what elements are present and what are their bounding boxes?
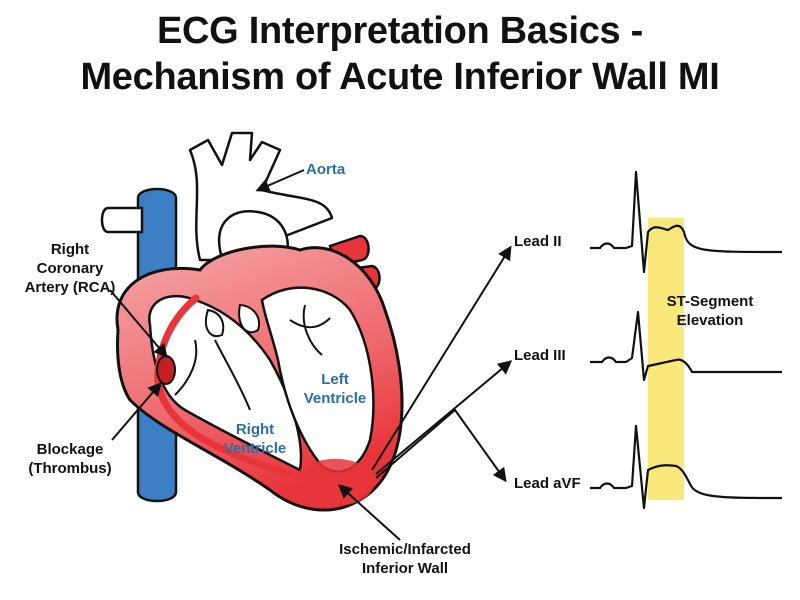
inferior-wall-zone — [300, 458, 375, 505]
left-vessel-stub — [100, 206, 144, 234]
lead-label-ii: Lead II — [514, 233, 562, 250]
label-inferior-wall-line-2: Inferior Wall — [361, 560, 449, 577]
arrow-to-lead-iii — [375, 360, 513, 475]
label-inferior-wall: Ischemic/Infarcted Inferior Wall — [320, 540, 490, 578]
arrow-to-lead-ii — [371, 245, 512, 471]
ecg-lead-ii — [590, 170, 783, 274]
lead-label-iii: Lead III — [514, 347, 566, 364]
label-rca-line-3: Artery (RCA) — [24, 279, 116, 296]
diagram-title: ECG Interpretation Basics - Mechanism of… — [0, 8, 800, 100]
label-blockage-line-1: Blockage — [36, 441, 104, 458]
chordae-right — [174, 304, 323, 411]
label-st-elevation-line-2: Elevation — [676, 312, 744, 329]
title-line-1: ECG Interpretation Basics - — [156, 10, 643, 52]
ecg-lead-iii — [590, 310, 782, 382]
label-left-ventricle: Left Ventricle — [290, 370, 380, 408]
label-rca: Right Coronary Artery (RCA) — [20, 240, 120, 297]
valve-right — [238, 303, 260, 334]
label-inferior-wall-line-1: Ischemic/Infarcted — [339, 541, 471, 558]
arrow-to-lead-avf — [375, 408, 507, 483]
label-right-ventricle-line-2: Ventricle — [223, 440, 287, 457]
ecg-lead-avf — [590, 424, 783, 510]
lead-label-avf: Lead aVF — [514, 475, 581, 492]
thrombus-blockage — [156, 355, 176, 385]
label-st-elevation: ST-Segment Elevation — [655, 292, 765, 330]
label-right-ventricle-line-1: Right — [235, 421, 275, 438]
blockage-leader — [111, 381, 162, 441]
label-blockage-line-2: (Thrombus) — [28, 460, 112, 477]
left-ventricle-chamber — [260, 286, 375, 473]
label-aorta: Aorta — [306, 161, 346, 178]
label-blockage: Blockage (Thrombus) — [20, 440, 120, 478]
right-coronary-artery — [154, 294, 334, 484]
label-rca-line-1: Right — [50, 241, 90, 258]
label-left-ventricle-line-2: Ventricle — [303, 390, 367, 407]
label-right-ventricle: Right Ventricle — [205, 420, 305, 458]
label-left-ventricle-line-1: Left — [321, 371, 349, 388]
valve-left — [204, 308, 225, 338]
rca-leader — [109, 289, 168, 359]
label-rca-line-2: Coronary — [36, 260, 104, 277]
title-line-2: Mechanism of Acute Inferior Wall MI — [80, 56, 720, 98]
label-st-elevation-line-1: ST-Segment — [666, 293, 754, 310]
inferior-leader — [337, 484, 401, 541]
chordae-left — [289, 317, 331, 329]
aorta-leader — [255, 169, 305, 192]
